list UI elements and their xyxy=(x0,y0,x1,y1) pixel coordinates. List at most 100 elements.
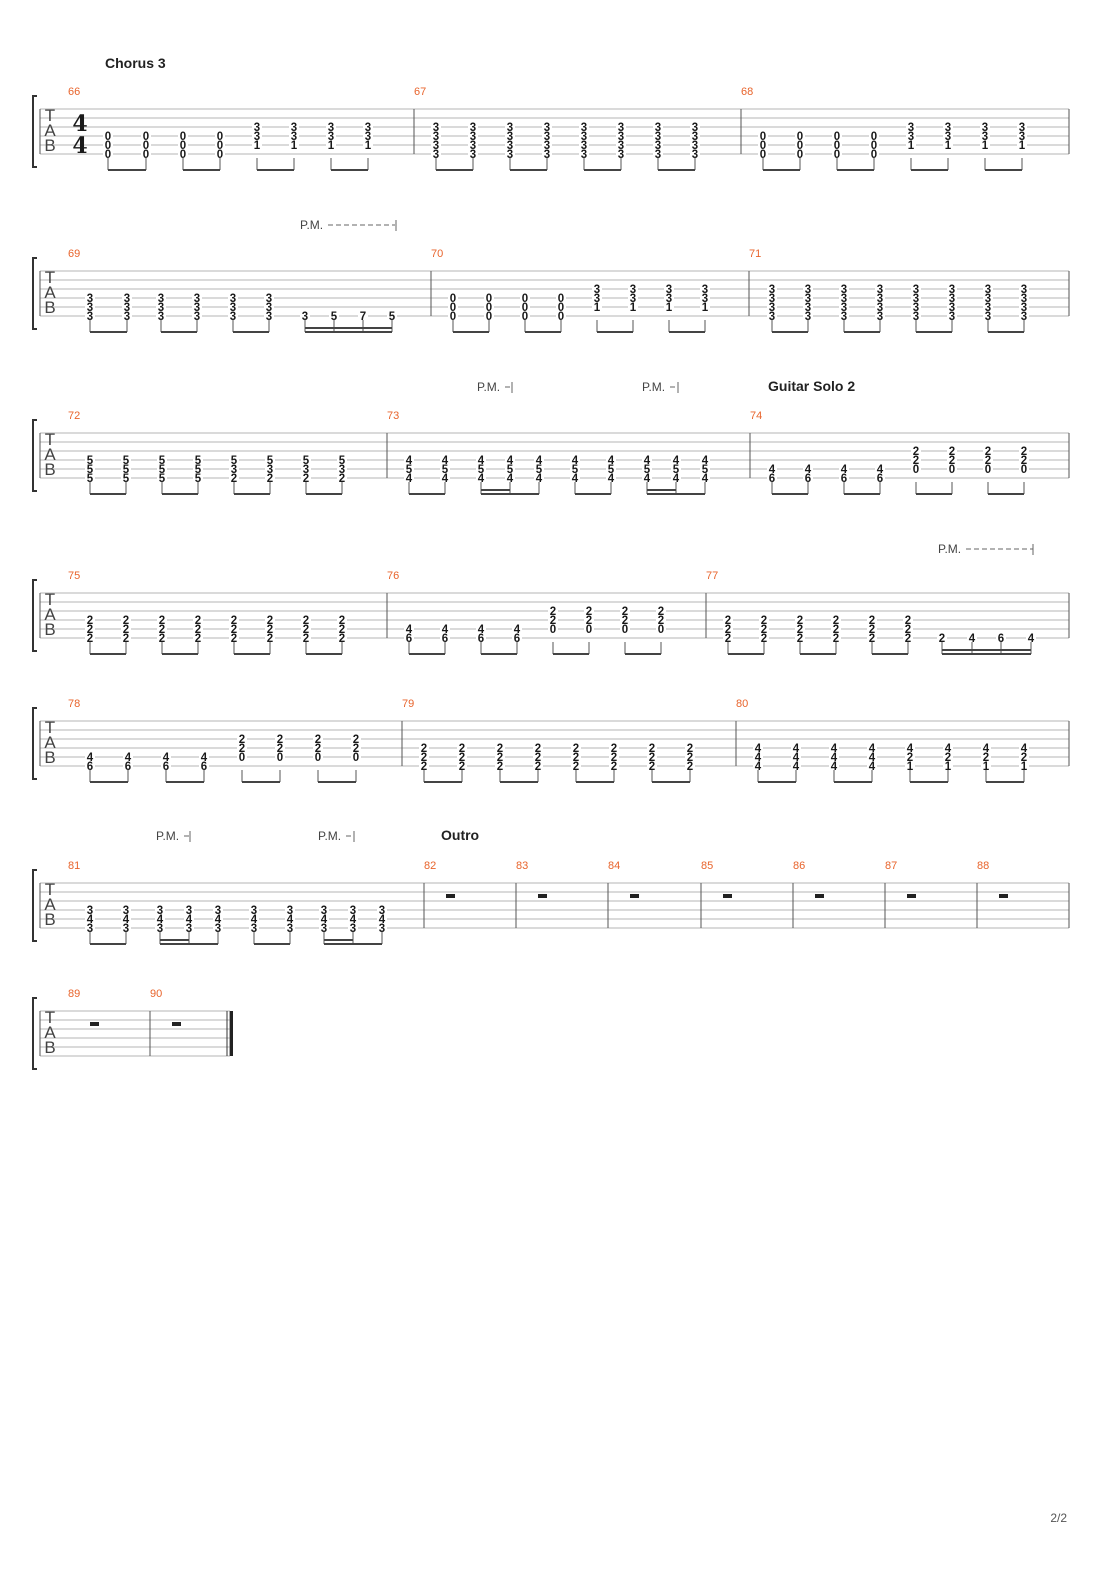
fret-number: 0 xyxy=(622,624,628,636)
fret-number: 3 xyxy=(908,122,914,134)
fret-number: 3 xyxy=(157,905,163,917)
fret-number: 3 xyxy=(291,131,297,143)
fret-number: 0 xyxy=(180,131,186,143)
fret-mask xyxy=(943,743,953,753)
fret-mask xyxy=(839,473,849,483)
fret-mask xyxy=(653,149,663,159)
fret-mask xyxy=(579,122,589,132)
fret-mask xyxy=(571,761,581,771)
fret-mask xyxy=(229,624,239,634)
fret-mask xyxy=(85,464,95,474)
fret-number: 6 xyxy=(877,473,883,485)
fret-mask xyxy=(265,633,275,643)
fret-mask xyxy=(363,131,373,141)
fret-mask xyxy=(570,473,580,483)
fret-mask xyxy=(215,140,225,150)
fret-number: 3 xyxy=(158,311,164,323)
fret-number: 2 xyxy=(761,624,767,636)
fret-number: 3 xyxy=(1021,284,1027,296)
fret-mask xyxy=(520,302,530,312)
fret-number: 0 xyxy=(450,311,456,323)
fret-mask xyxy=(505,455,515,465)
fret-number: 3 xyxy=(1021,293,1027,305)
fret-mask xyxy=(85,473,95,483)
fret-number: 5 xyxy=(478,464,485,476)
fret-mask xyxy=(548,624,558,634)
fret-number: 2 xyxy=(939,633,945,645)
fret-number: 2 xyxy=(267,473,273,485)
fret-number: 4 xyxy=(478,473,485,485)
fret-number: 2 xyxy=(797,624,803,636)
measure-number: 78 xyxy=(68,698,80,710)
fret-mask xyxy=(767,293,777,303)
fret-mask xyxy=(121,615,131,625)
fret-number: 2 xyxy=(303,633,309,645)
fret-number: 3 xyxy=(254,122,260,134)
measure-85: 85 xyxy=(701,860,794,928)
fret-number: 0 xyxy=(834,149,840,161)
fret-number: 2 xyxy=(1021,455,1027,467)
palm-mute-label: P.M. xyxy=(477,380,500,394)
fret-mask xyxy=(700,293,710,303)
fret-mask xyxy=(505,149,515,159)
fret-number: 3 xyxy=(158,302,164,314)
fret-mask xyxy=(867,624,877,634)
fret-number: 0 xyxy=(217,131,223,143)
fret-mask xyxy=(647,752,657,762)
fret-number: 0 xyxy=(834,140,840,152)
fret-number: 0 xyxy=(949,464,955,476)
fret-mask xyxy=(85,761,95,771)
fret-number: 4 xyxy=(793,743,800,755)
fret-number: 3 xyxy=(350,923,356,935)
fret-mask xyxy=(512,633,522,643)
fret-number: 3 xyxy=(123,905,129,917)
fret-number: 2 xyxy=(907,752,913,764)
fret-mask xyxy=(839,302,849,312)
fret-mask xyxy=(495,752,505,762)
fret-mask xyxy=(983,464,993,474)
fret-mask xyxy=(484,293,494,303)
fret-mask xyxy=(457,743,467,753)
fret-mask xyxy=(85,633,95,643)
fret-mask xyxy=(193,615,203,625)
fret-number: 0 xyxy=(239,752,245,764)
section-label: Guitar Solo 2 xyxy=(768,378,855,394)
fret-mask xyxy=(1017,131,1027,141)
whole-rest xyxy=(723,894,732,898)
fret-mask xyxy=(265,473,275,483)
fret-mask xyxy=(377,914,387,924)
fret-number: 6 xyxy=(769,473,775,485)
fret-number: 5 xyxy=(159,464,166,476)
fret-number: 0 xyxy=(1021,464,1027,476)
fret-number: 4 xyxy=(514,624,521,636)
fret-number: 2 xyxy=(761,633,767,645)
fret-number: 2 xyxy=(535,752,541,764)
fret-mask xyxy=(123,752,133,762)
fret-mask xyxy=(440,473,450,483)
fret-number: 2 xyxy=(421,761,427,773)
fret-number: 2 xyxy=(573,752,579,764)
fret-number: 2 xyxy=(123,633,129,645)
fret-number: 3 xyxy=(507,149,513,161)
fret-mask xyxy=(275,743,285,753)
measure-83: 83 xyxy=(516,860,609,928)
fret-mask xyxy=(229,615,239,625)
fret-mask xyxy=(404,633,414,643)
fret-number: 2 xyxy=(649,743,655,755)
fret-number: 3 xyxy=(655,122,661,134)
fret-mask xyxy=(606,473,616,483)
fret-mask xyxy=(476,624,486,634)
system-bracket xyxy=(32,419,37,492)
fret-mask xyxy=(252,131,262,141)
fret-number: 3 xyxy=(581,131,587,143)
fret-mask xyxy=(653,140,663,150)
fret-number: 2 xyxy=(459,752,465,764)
fret-mask xyxy=(981,752,991,762)
fret-mask xyxy=(178,140,188,150)
fret-mask xyxy=(943,131,953,141)
fret-mask xyxy=(121,923,131,933)
fret-mask xyxy=(1019,284,1029,294)
fret-number: 6 xyxy=(478,633,484,645)
fret-number: 4 xyxy=(755,761,762,773)
